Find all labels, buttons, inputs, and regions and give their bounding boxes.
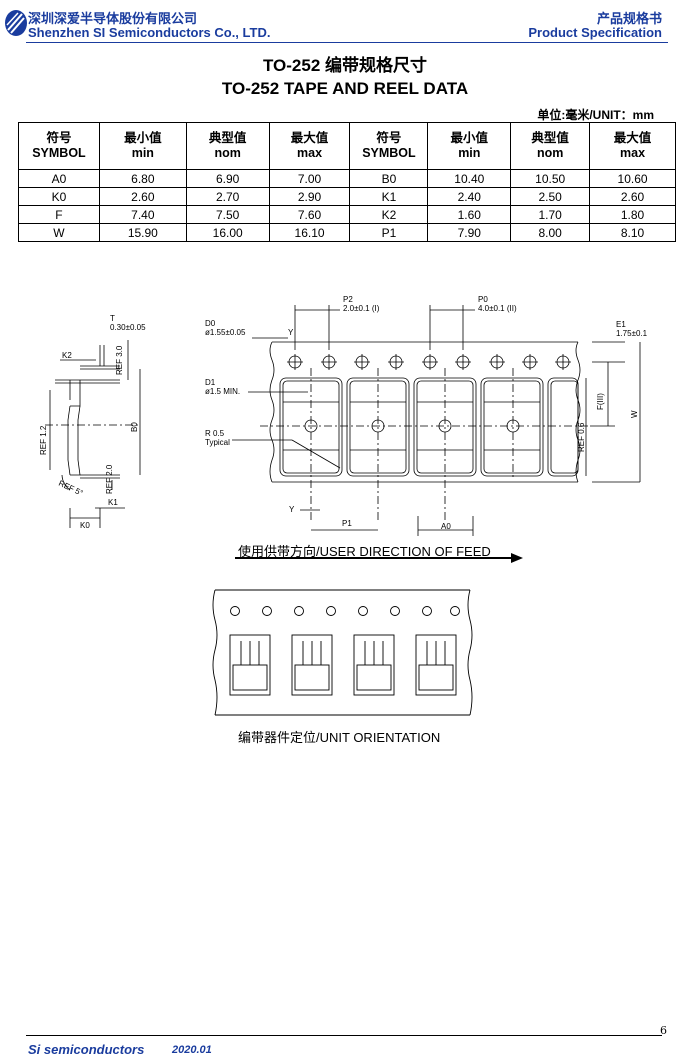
table-cell: 2.50 [510, 187, 591, 206]
dim-ref30-label: REF 3.0 [115, 345, 124, 375]
table-cell: 7.40 [98, 205, 187, 224]
table-cell: 1.70 [510, 205, 591, 224]
unit-label: 单位:毫米/UNIT：mm [537, 108, 654, 122]
table-row: F 7.40 7.50 7.60 K2 1.60 1.70 1.80 [18, 205, 676, 224]
dim-a0-label: A0 [441, 522, 451, 531]
orientation-sprocket-holes [230, 606, 460, 616]
table-row: K0 2.60 2.70 2.90 K1 2.40 2.50 2.60 [18, 187, 676, 206]
dim-b0-label: B0 [130, 422, 139, 432]
dim-d1-value: ø1.5 MIN. [205, 387, 240, 396]
dim-k2-label: K2 [62, 351, 72, 360]
table-cell: 2.40 [427, 187, 512, 206]
table-cell: 2.60 [589, 187, 676, 206]
dim-t-label: T [110, 314, 115, 323]
dim-d0-value: ø1.55±0.05 [205, 328, 246, 337]
header-rule [26, 42, 668, 43]
dim-y-bottom-label: Y [289, 505, 295, 514]
sprocket-holes [287, 354, 571, 370]
unit-orientation-drawing [212, 589, 473, 716]
dim-f-label: F(III) [596, 393, 605, 410]
table-cell: 8.10 [589, 223, 676, 242]
feed-arrow-icon [235, 553, 523, 563]
dim-p1-label: P1 [342, 519, 352, 528]
table-cell: 2.70 [185, 187, 270, 206]
table-cell: K0 [18, 187, 100, 206]
tape-drawing: T 0.30±0.05 K2 REF 3.0 REF 1.2 B0 REF 5°… [39, 295, 648, 536]
dim-k0-label: K0 [80, 521, 90, 530]
footer-company: Si semiconductors [28, 1042, 145, 1057]
table-cell: 7.60 [268, 205, 351, 224]
table-cell: B0 [349, 169, 429, 188]
table-cell: 7.00 [268, 169, 351, 188]
table-cell: W [18, 223, 100, 242]
dim-k1-label: K1 [108, 498, 118, 507]
dim-p0-value: 4.0±0.1 (II) [478, 304, 517, 313]
table-cell: A0 [18, 169, 100, 188]
dim-e1-label: E1 [616, 320, 626, 329]
footer-rule [26, 1035, 662, 1036]
dim-ref20-label: REF 2.0 [105, 464, 114, 494]
table-cell: K1 [349, 187, 429, 206]
dim-ref12-label: REF 1.2 [39, 425, 48, 455]
table-cell: 2.60 [98, 187, 187, 206]
company-logo-icon [5, 10, 27, 36]
table-cell: F [18, 205, 100, 224]
table-cell: 1.80 [589, 205, 676, 224]
dim-p0-label: P0 [478, 295, 488, 304]
dim-p2-label: P2 [343, 295, 353, 304]
table-cell: 2.90 [268, 187, 351, 206]
table-cell: P1 [349, 223, 429, 242]
table-cell: 6.80 [98, 169, 187, 188]
table-cell: 7.90 [427, 223, 512, 242]
dim-r-sub: Typical [205, 438, 230, 447]
table-cell: K2 [349, 205, 429, 224]
page-title-cn: TO-252 编带规格尺寸 [262, 56, 428, 75]
doc-type-en: Product Specification [528, 25, 662, 40]
table-row: W 15.90 16.00 16.10 P1 7.90 8.00 8.10 [18, 223, 676, 242]
dim-p2-value: 2.0±0.1 (I) [343, 304, 380, 313]
dim-w-label: W [630, 410, 639, 418]
company-name-en: Shenzhen SI Semiconductors Co., LTD. [28, 25, 271, 40]
dim-t-value: 0.30±0.05 [110, 323, 146, 332]
table-cell: 7.50 [185, 205, 270, 224]
table-cell: 1.60 [427, 205, 512, 224]
table-cell: 10.60 [589, 169, 676, 188]
table-cell: 10.50 [510, 169, 591, 188]
table-cell: 15.90 [98, 223, 187, 242]
doc-type-cn: 产品规格书 [596, 12, 662, 27]
page-title-en: TO-252 TAPE AND REEL DATA [221, 79, 469, 98]
dim-ref06-label: REF 0.6 [577, 422, 586, 452]
dim-e1-value: 1.75±0.1 [616, 329, 648, 338]
table-cell: 10.40 [427, 169, 512, 188]
table-cell: 16.10 [268, 223, 351, 242]
table-cell: 16.00 [185, 223, 270, 242]
company-name-cn: 深圳深爱半导体股份有限公司 [28, 12, 198, 27]
side-section-view [45, 340, 141, 528]
page-number: 6 [660, 1024, 667, 1037]
tape-pockets [279, 377, 579, 477]
table-cell: 8.00 [510, 223, 591, 242]
dim-d0-label: D0 [205, 319, 216, 328]
dim-r-label: R 0.5 [205, 429, 225, 438]
unit-orientation-caption: 编带器件定位/UNIT ORIENTATION [238, 730, 441, 745]
tape-top-view [232, 305, 641, 536]
table-cell: 6.90 [185, 169, 270, 188]
feed-direction-caption: 使用供带方向/USER DIRECTION OF FEED [238, 544, 491, 559]
dim-d1-label: D1 [205, 378, 216, 387]
table-row: A0 6.80 6.90 7.00 B0 10.40 10.50 10.60 [18, 169, 676, 188]
orientation-devices [229, 634, 457, 696]
dim-y-top-label: Y [288, 328, 294, 337]
dim-ref5-label: REF 5° [57, 479, 84, 498]
footer-date: 2020.01 [172, 1044, 212, 1056]
